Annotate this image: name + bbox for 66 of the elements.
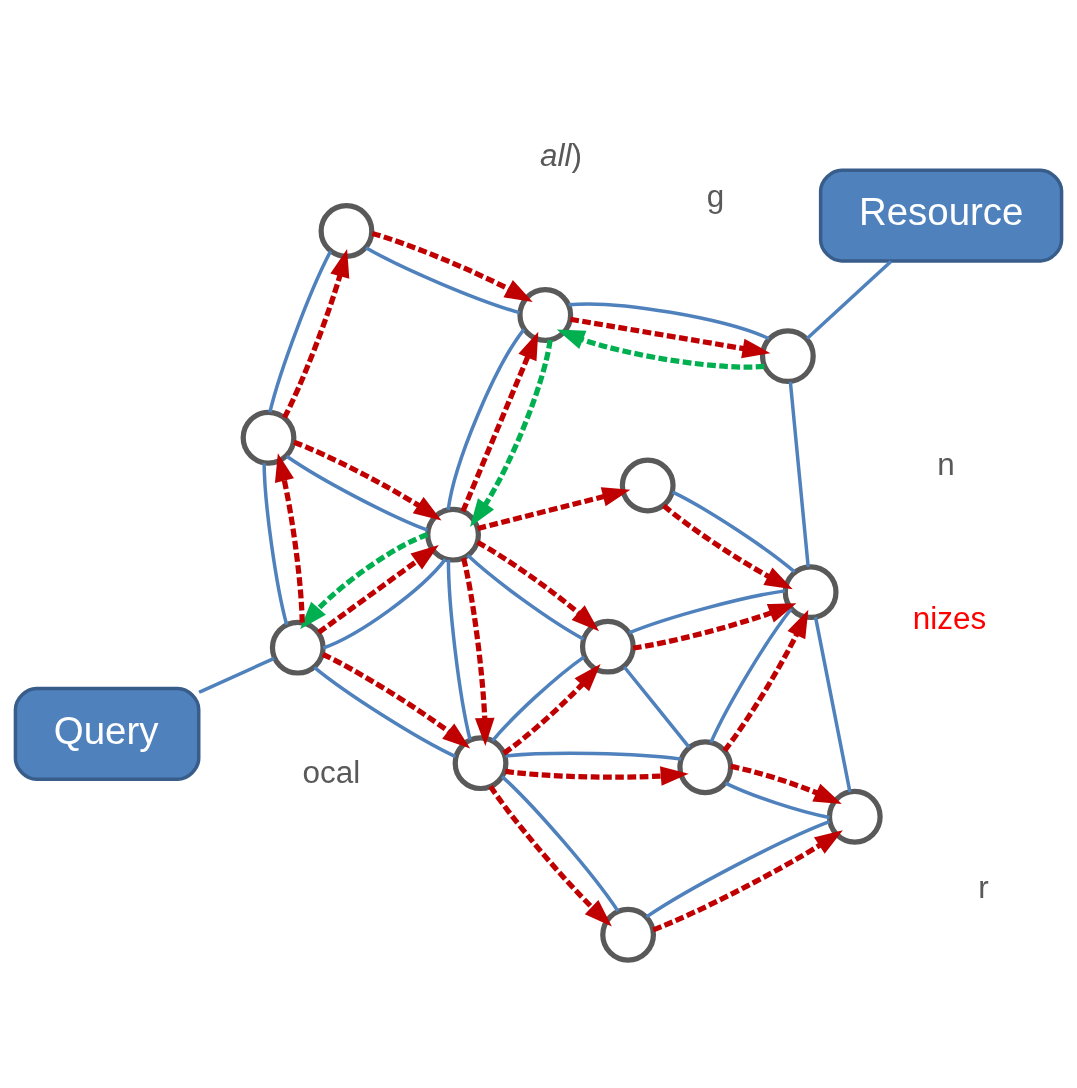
arrow xyxy=(477,486,631,531)
connector xyxy=(628,588,786,634)
connector xyxy=(313,665,457,758)
node-circle xyxy=(600,906,657,963)
label: n xyxy=(937,446,955,482)
arrow xyxy=(282,248,350,419)
connector xyxy=(198,656,275,694)
node-circle xyxy=(619,457,676,513)
arrow xyxy=(502,663,601,755)
arrow xyxy=(460,331,539,512)
arrow xyxy=(632,602,797,651)
connector xyxy=(491,654,586,742)
arrow xyxy=(469,339,553,527)
arrow xyxy=(476,539,600,631)
connector xyxy=(500,774,620,912)
node-circle xyxy=(759,327,816,384)
arrow xyxy=(569,316,771,358)
arrow xyxy=(274,452,305,623)
arrow xyxy=(652,829,843,932)
node-circle xyxy=(425,506,481,563)
connector xyxy=(505,751,682,761)
node-circle xyxy=(517,286,574,343)
connector xyxy=(672,490,796,573)
connector xyxy=(446,559,472,740)
connector xyxy=(805,259,893,340)
arrow xyxy=(505,765,689,786)
connector xyxy=(446,327,526,510)
connector xyxy=(568,301,770,340)
connector xyxy=(645,819,831,918)
connector xyxy=(322,557,447,650)
arrow xyxy=(300,531,429,629)
arrow xyxy=(662,503,793,589)
label: ocal xyxy=(302,754,361,790)
label: g xyxy=(706,178,725,213)
node-circle xyxy=(318,202,375,259)
arrow xyxy=(371,230,533,302)
connector xyxy=(268,249,333,412)
arrow xyxy=(488,784,612,926)
arrow xyxy=(293,439,442,521)
connector xyxy=(813,616,852,792)
node-box: Query xyxy=(13,686,201,781)
arrow xyxy=(722,609,809,752)
connector xyxy=(262,462,289,625)
node-circle xyxy=(826,788,883,845)
label: all) xyxy=(540,137,582,173)
arrow xyxy=(730,763,842,804)
connector xyxy=(788,381,810,567)
connector xyxy=(285,454,429,532)
node-circle xyxy=(677,738,734,795)
connector xyxy=(709,607,793,743)
node-circle xyxy=(452,734,509,791)
connector xyxy=(365,245,520,314)
label: r xyxy=(978,869,989,905)
node-box: Resource xyxy=(818,167,1064,263)
node-circle xyxy=(269,619,326,676)
node-circle xyxy=(782,563,839,620)
connector xyxy=(724,781,830,819)
connector xyxy=(466,553,585,641)
arrow xyxy=(317,544,439,635)
node-circle xyxy=(579,618,636,675)
arrow xyxy=(556,329,765,370)
arrow xyxy=(321,651,471,748)
node-circle xyxy=(240,409,297,466)
connector xyxy=(622,665,691,748)
arrow xyxy=(461,557,495,746)
label: nizes xyxy=(912,600,987,636)
